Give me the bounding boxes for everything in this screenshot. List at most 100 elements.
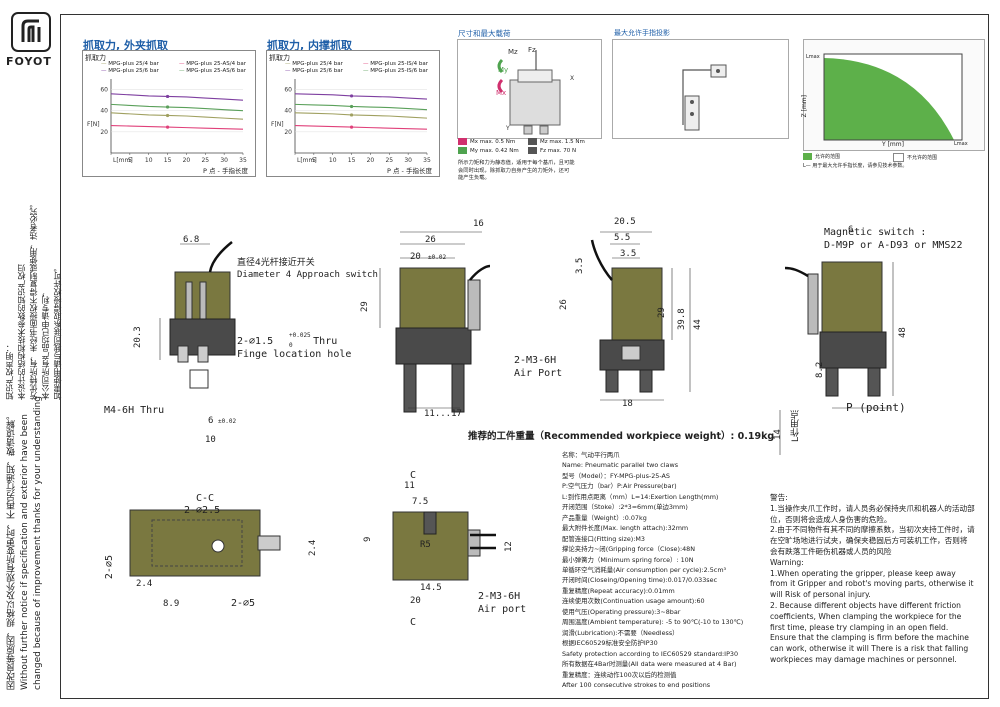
view-end — [590, 239, 665, 393]
warning-title: 警告: — [770, 493, 788, 502]
finger-diagram — [682, 64, 727, 131]
chart1-title: 抓取力, 外夹抓取 — [83, 39, 169, 52]
dim-8-2: 8.2 — [815, 362, 825, 378]
p-point-label: P (point) — [846, 401, 906, 414]
series-line — [294, 112, 428, 119]
view-switch — [784, 261, 887, 397]
dim-2-4b: 2.4 — [308, 540, 318, 556]
fz-label: Fz — [528, 46, 536, 54]
spec-line: 撑论夹持力~闭(Gripping force（Close):48N — [562, 545, 696, 554]
area-chart — [823, 53, 963, 141]
dim-11-17: 11...17 — [424, 409, 462, 419]
dim-6b: 6 — [848, 225, 853, 235]
spec-line: 开闭时间(Closeing/Opening time):0.017/0.033s… — [562, 576, 718, 585]
chart2-title: 抓取力, 内撑抓取 — [267, 39, 353, 52]
area-xmax: Lmax — [954, 141, 968, 147]
dim-10: 10 — [205, 435, 216, 445]
warning-block: 警告: 1.当操作夹爪工作时，请人员务必保持夹爪和机器人的活动部位，否则将会造成… — [770, 493, 975, 666]
dim-14-5: 14.5 — [420, 583, 442, 593]
series-line — [110, 93, 244, 101]
spec-line: 产品重量（Weight）:0.07kg — [562, 513, 647, 522]
y-tick-label: 20 — [100, 129, 108, 136]
dim-12: 12 — [504, 541, 514, 552]
x-tick-label: 35 — [423, 157, 431, 164]
air-port-label-1: 2-M3-6H Air Port — [514, 354, 562, 380]
series-line — [294, 124, 428, 130]
series-point — [165, 105, 170, 109]
spec-line: 型号（Model）：FY-MPG-plus-25-AS — [562, 471, 670, 480]
series-line — [294, 93, 428, 100]
load-item: My max. 0.42 Nm — [470, 148, 519, 154]
view-section — [129, 509, 281, 577]
series-line — [110, 124, 244, 130]
series-point — [349, 113, 354, 117]
note-line: 能产生负载。 — [458, 175, 490, 181]
area-chart-panel: Lmax Z [mm] Y [mm] Lmax — [801, 39, 985, 151]
y-tick-label: 20 — [284, 129, 292, 136]
x-axis-label: L[mm] — [113, 157, 133, 164]
air-port-text: Air port — [478, 604, 527, 615]
brand-name: FOYOT — [6, 55, 52, 68]
dim-6-8: 6.8 — [183, 235, 199, 245]
legend-item: MPG-plus 25-IS/4 bar — [370, 61, 428, 67]
series-point — [349, 125, 354, 129]
svg-text:Y: Y — [505, 125, 510, 132]
mag-models: D-M9P or A-D93 or MMS22 — [824, 240, 963, 251]
switch-en: Diameter 4 Approach switch — [237, 270, 378, 280]
series-line — [294, 103, 428, 111]
chart1-ylabel: 抓取力 — [85, 54, 106, 62]
y-axis-label: F[N] — [271, 121, 284, 128]
r5-label: R5 — [420, 540, 431, 550]
chart1-panel: 抓取力 — MPG-plus 25/4 bar — MPG-plus 25/6 … — [82, 50, 256, 177]
spec-line: P:空气压力（bar）P:Air Pressure(bar) — [562, 482, 677, 491]
legend-item: MPG-plus 25-AS/6 bar — [186, 68, 247, 74]
dim-11: 11 — [404, 481, 415, 491]
dia-2-5-label: 2-∅2.5 — [184, 505, 221, 516]
series-line — [110, 103, 244, 112]
air-port-thread: 2-M3-6H — [514, 355, 557, 366]
air-port-label-2: 2-M3-6H Air port — [478, 590, 526, 616]
chart2-panel: 抓取力 — MPG-plus 25/4 bar — MPG-plus 25/6 … — [266, 50, 440, 177]
series-point — [349, 104, 354, 109]
x-tick-label: 10 — [329, 157, 337, 164]
spec-line: 所有数据在4Bar时测量(All data were measured at 4… — [562, 660, 737, 669]
dim-16: 16 — [473, 219, 484, 229]
svg-text:X: X — [570, 75, 574, 82]
series-point — [165, 125, 170, 129]
finger-hole-label: Finge location hole — [237, 349, 352, 360]
dim-26: 26 — [425, 235, 436, 245]
legend-allowed: 允许的范围 — [815, 154, 841, 160]
tol-top: +0.025 — [289, 332, 311, 339]
dim-14: 14 — [773, 429, 783, 440]
loads-panel: Fz Mz My Mx X Y — [457, 39, 602, 139]
note-line: 所示力矩和力为静态值，适用于每个基爪，且可能 — [458, 160, 575, 166]
mx-label: Mx — [496, 89, 506, 97]
chart2-footer: P 点 - 手指长度 — [387, 167, 432, 175]
dim-18: 18 — [622, 399, 633, 409]
spec-line: 最大附件长度(Max. length attach):32mm — [562, 524, 689, 533]
view-side — [395, 264, 491, 413]
load-item: Fz max. 70 N — [540, 148, 577, 154]
spec-line: Name: Pneumatic parallel two claws — [562, 461, 679, 470]
switch-cn: 直径4光杆接近开关 — [237, 258, 315, 268]
dim-44: 44 — [693, 319, 703, 330]
load-item: Mx max. 0.5 Nm — [470, 139, 516, 145]
workpiece-weight: 推荐的工件重量（Recommended workpiece weight）: 0… — [468, 431, 775, 442]
legend-forbidden: 不允许的范围 — [907, 155, 938, 161]
y-tick-label: 40 — [284, 108, 292, 115]
spec-line: 根据IEC60529标准安全防护IP30 — [562, 639, 658, 648]
spec-line: 最小弹簧力（Minimum spring force）: 10N — [562, 555, 694, 564]
chart2-ylabel: 抓取力 — [269, 54, 290, 62]
dim-8-9: 8.9 — [163, 599, 179, 609]
dim-26b: 26 — [559, 299, 569, 310]
finger-title: 最大允许手指投影 — [614, 29, 670, 37]
magnetic-switch-label: Magnetic switch : D-M9P or A-D93 or MMS2… — [824, 226, 962, 252]
legend-item: MPG-plus 25/4 bar — [292, 61, 343, 67]
x-tick-label: 30 — [404, 157, 412, 164]
x-tick-label: 15 — [164, 157, 172, 164]
section-cc-label: C-C — [196, 493, 215, 504]
x-tick-label: 20 — [183, 157, 191, 164]
y-tick-label: 60 — [284, 87, 292, 94]
dim-20: 20 — [410, 252, 421, 262]
